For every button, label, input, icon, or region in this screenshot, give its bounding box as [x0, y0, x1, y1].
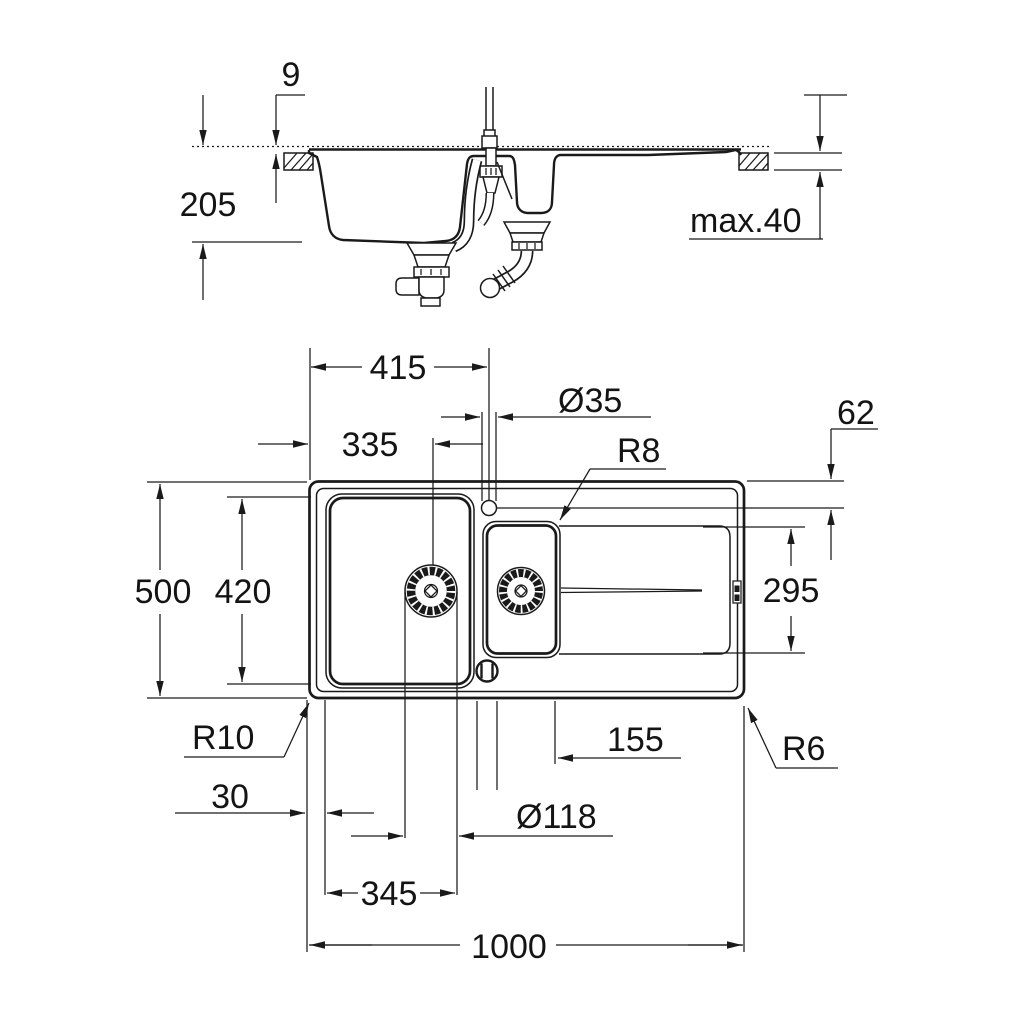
dim-tap-from-left: 415 — [311, 349, 487, 387]
dim-tap-hole-diameter: Ø35 — [441, 382, 651, 421]
sink-outer-edge — [308, 480, 746, 700]
dim-edge-to-bowl-offset-label: 30 — [211, 778, 249, 816]
main-drain-assembly — [395, 242, 458, 307]
hose-assembly — [451, 158, 495, 253]
extension-lines-bottom — [306, 592, 745, 952]
dim-counter-thickness-label: max.40 — [690, 202, 802, 240]
dim-drainer-groove-offset: 155 — [558, 721, 681, 762]
dim-rim-height-label: 9 — [282, 56, 301, 94]
dim-tap-from-top-edge: 62 — [497, 394, 878, 560]
second-bowl — [482, 520, 561, 659]
dim-drainer-recess-length-label: 295 — [763, 572, 820, 610]
dim-outer-corner-radius-left-label: R10 — [192, 719, 254, 757]
dim-tap-from-left-label: 415 — [370, 349, 427, 387]
second-drain-assembly — [479, 221, 552, 299]
dim-inner-corner-radius-label: R8 — [617, 432, 660, 470]
overflow-slot — [732, 580, 742, 604]
dim-drain-from-left-label: 335 — [342, 426, 399, 464]
dim-drain-flange-diameter: Ø118 — [351, 798, 613, 840]
second-drain-strainer — [496, 566, 546, 616]
counter-hatch-left — [283, 152, 314, 171]
extension-lines-top — [309, 348, 497, 565]
dim-overall-width: 500 — [135, 481, 307, 699]
dim-drain-flange-diameter-label: Ø118 — [516, 798, 597, 836]
tap-hole — [480, 499, 498, 517]
dim-drainer-groove-offset-label: 155 — [607, 721, 664, 759]
dim-drainer-recess-length: 295 — [703, 526, 820, 654]
dim-outer-corner-radius-left: R10 — [184, 702, 310, 758]
dim-overall-length-label: 1000 — [471, 928, 547, 966]
dim-outer-corner-radius-right-label: R6 — [782, 730, 825, 768]
pop-up-rod — [496, 161, 513, 200]
dim-bowl-depth-label: 205 — [180, 186, 237, 224]
sink-section-outline — [307, 148, 742, 245]
pop-up-knob — [475, 659, 499, 683]
drainboard-groove — [560, 587, 703, 594]
dim-tap-hole-diameter-label: Ø35 — [558, 382, 622, 420]
main-bowl — [325, 493, 475, 689]
dim-rim-height: 9 — [272, 56, 305, 203]
dim-drain-from-left: 335 — [258, 426, 483, 464]
counter-hatch-right — [738, 152, 769, 171]
dim-outer-corner-radius-right: R6 — [747, 707, 838, 769]
dim-bowl-cutout-length-label: 420 — [215, 573, 272, 611]
dim-overall-length: 1000 — [309, 928, 743, 966]
dim-counter-thickness: max.40 — [689, 94, 847, 240]
dim-bowl-depth: 205 — [180, 95, 237, 300]
plan-view: 415 Ø35 335 R8 62 — [135, 348, 878, 966]
dim-bowl-cutout-length: 420 — [215, 496, 311, 685]
section-view: 9 205 max.40 — [180, 56, 847, 307]
dim-bowl-width-span-label: 345 — [361, 875, 418, 913]
main-drain-strainer — [404, 564, 458, 618]
dim-edge-to-bowl-offset: 30 — [175, 778, 374, 817]
dim-overall-width-label: 500 — [135, 573, 192, 611]
dim-bowl-width-span: 345 — [327, 875, 455, 913]
dim-inner-corner-radius: R8 — [559, 432, 666, 521]
drainboard-recess — [559, 525, 731, 655]
tap-assembly — [479, 87, 513, 200]
dim-tap-from-top-edge-label: 62 — [837, 394, 875, 432]
